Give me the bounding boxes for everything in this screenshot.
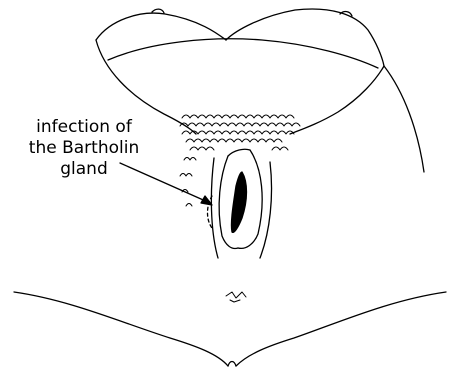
knee-left-small bbox=[152, 9, 164, 13]
annotation-line-1: infection of bbox=[4, 117, 164, 138]
annotation-label: infection of the Bartholin gland bbox=[4, 117, 164, 180]
right-thigh-outline bbox=[226, 9, 384, 66]
annotation-line-2: the Bartholin bbox=[4, 138, 164, 159]
right-thigh-inner bbox=[290, 66, 384, 134]
pointer-arrowhead bbox=[201, 196, 212, 205]
anus-mark bbox=[226, 292, 246, 302]
right-buttock bbox=[236, 292, 446, 366]
left-buttock bbox=[14, 292, 228, 366]
vaginal-opening bbox=[231, 172, 246, 232]
belly-line bbox=[108, 39, 378, 68]
gluteal-cleft bbox=[228, 362, 236, 367]
annotation-line-3: gland bbox=[4, 159, 164, 180]
right-outer-leg bbox=[384, 66, 424, 172]
labia-top bbox=[228, 149, 250, 156]
left-thigh-outline bbox=[96, 13, 226, 40]
